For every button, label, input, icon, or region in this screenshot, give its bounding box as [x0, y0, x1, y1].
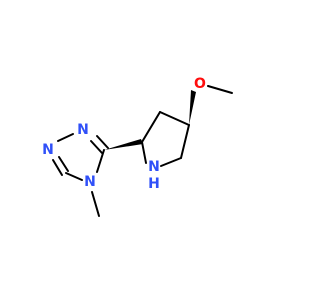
bond-c3-n4: [65, 172, 83, 181]
pyrrolidine-ring: [141, 111, 190, 167]
atom-h-label: H: [148, 176, 160, 192]
bond-c5-n4: [96, 149, 105, 173]
atom-o-label: O: [194, 76, 206, 92]
wedge-bond-c5-c2: [104, 139, 143, 150]
wedge-bond-c4-o: [189, 90, 196, 125]
bond-o-methyl: [207, 85, 233, 94]
bond-c2-c3: [141, 111, 161, 143]
bond-n4-methyl: [91, 191, 100, 217]
bond-c5-n1-a: [96, 135, 109, 149]
bond-n1-n2: [57, 133, 74, 142]
bond-c5-n1: [160, 157, 182, 167]
bond-n2-c3-a: [52, 159, 63, 176]
atom-n4-label: N: [84, 174, 96, 190]
bond-n1-c2: [141, 141, 147, 164]
bond-n2-c3-b: [58, 156, 69, 172]
triazole-ring: [52, 133, 109, 181]
atom-n2-label: N: [42, 142, 54, 158]
atom-n1-label: N: [77, 122, 89, 138]
atom-labels: N N N N H O: [42, 76, 206, 192]
molecule-structure-diagram: N N N N H O: [42, 76, 233, 217]
bond-c5-n1-b: [90, 140, 103, 154]
bond-c3-c4: [159, 111, 190, 126]
atom-nh-label: N: [148, 159, 160, 175]
bond-c4-c5: [180, 124, 190, 159]
